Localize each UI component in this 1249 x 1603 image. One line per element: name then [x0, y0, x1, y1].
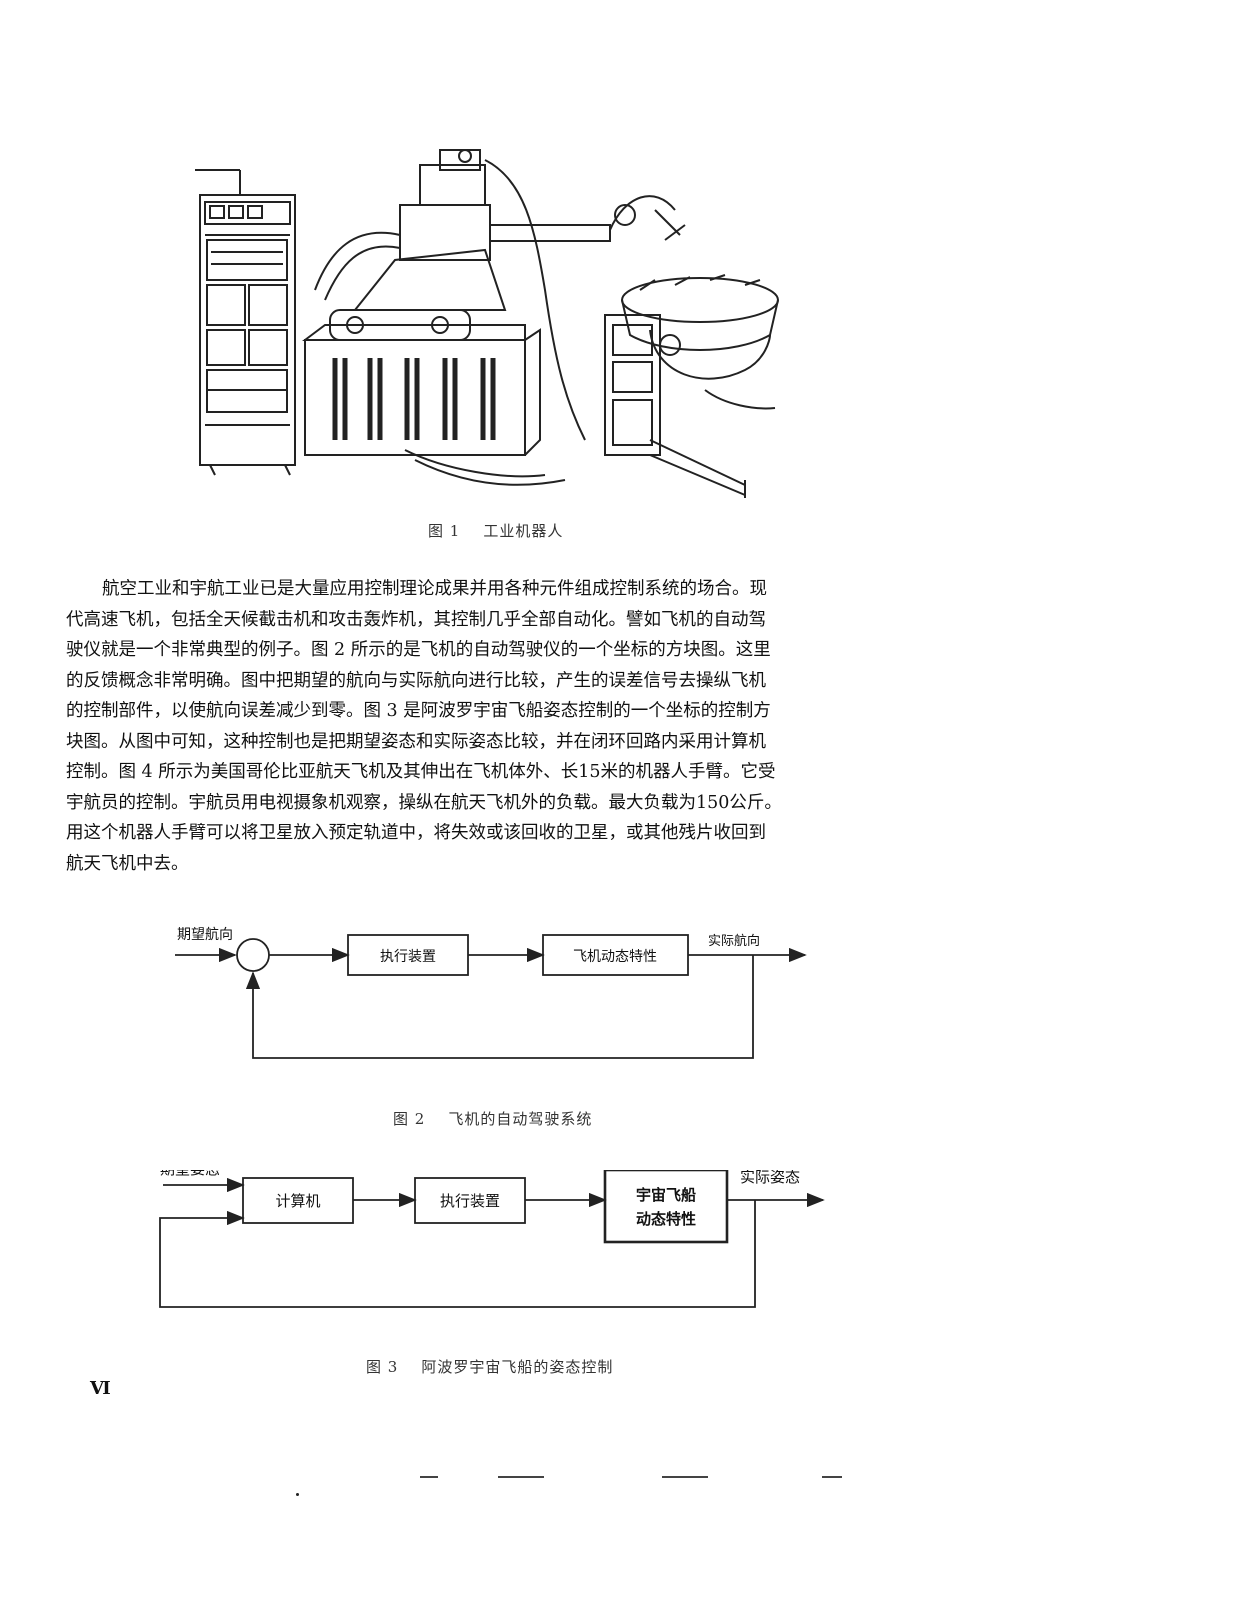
fig2-input-label: 期望航向: [177, 927, 233, 943]
body-paragraph: 航空工业和宇航工业已是大量应用控制理论成果并用各种元件组成控制系统的场合。现 代…: [66, 574, 926, 879]
fig3-block2-label: 执行装置: [440, 1192, 500, 1210]
paragraph-line: 航空工业和宇航工业已是大量应用控制理论成果并用各种元件组成控制系统的场合。现: [102, 579, 767, 599]
scan-mark: [662, 1476, 708, 1478]
spacecraft-dynamics-block: [603, 1170, 729, 1244]
figure-1-caption: 图 1 工业机器人: [428, 522, 564, 540]
autopilot-block-diagram: 期望航向 执行装置 飞机动态特性 实际航向: [175, 927, 807, 1059]
figure-2-caption: 图 2 飞机的自动驾驶系统: [393, 1110, 593, 1128]
paragraph-line: 驶仪就是一个非常典型的例子。图 2 所示的是飞机的自动驾驶仪的一个坐标的方块图。…: [66, 640, 771, 660]
fig2-block2-label: 飞机动态特性: [573, 949, 657, 965]
scan-dot: [296, 1493, 299, 1496]
fig3-block3-label-line2: 动态特性: [636, 1210, 696, 1228]
paragraph-line: 的控制部件，以使航向误差减少到零。图 3 是阿波罗宇宙飞船姿态控制的一个坐标的控…: [66, 701, 771, 721]
scan-mark: [498, 1476, 544, 1478]
fig3-block3-label-line1: 宇宙飞船: [636, 1186, 696, 1204]
fig3-input-label: 期望姿态: [160, 1170, 220, 1178]
paragraph-line: 块图。从图中可知，这种控制也是把期望姿态和实际姿态比较，并在闭环回路内采用计算机: [66, 731, 766, 752]
paragraph-line: 的反馈概念非常明确。图中把期望的航向与实际航向进行比较，产生的误差信号去操纵飞机: [66, 670, 766, 691]
fig3-output-label: 实际姿态: [740, 1170, 800, 1186]
paragraph-line: 代高速飞机，包括全天候截击机和攻击轰炸机，其控制几乎全部自动化。譬如飞机的自动驾: [66, 609, 766, 630]
paragraph-line: 控制。图 4 所示为美国哥伦比亚航天飞机及其伸出在飞机体外、长15米的机器人手臂…: [66, 762, 776, 782]
industrial-robot-illustration: [195, 149, 779, 498]
page-number: Ⅵ: [90, 1378, 111, 1399]
figure-3-caption: 图 3 阿波罗宇宙飞船的姿态控制: [366, 1358, 614, 1376]
paragraph-line: 航天飞机中去。: [66, 853, 189, 874]
fig2-output-label: 实际航向: [708, 933, 760, 949]
scan-mark: [420, 1476, 438, 1478]
scan-mark: [822, 1476, 842, 1478]
fig3-block1-label: 计算机: [275, 1192, 320, 1210]
attitude-control-block-diagram: 期望姿态 计算机 执行装置 宇宙飞船 动态特性 实际姿态: [159, 1170, 825, 1308]
fig2-block1-label: 执行装置: [380, 949, 436, 965]
paragraph-line: 用这个机器人手臂可以将卫星放入预定轨道中，将失效或该回收的卫星，或其他残片收回到: [66, 823, 766, 843]
paragraph-line: 宇航员的控制。宇航员用电视摄象机观察，操纵在航天飞机外的负载。最大负载为150公…: [66, 792, 782, 813]
summing-junction: [236, 938, 270, 972]
